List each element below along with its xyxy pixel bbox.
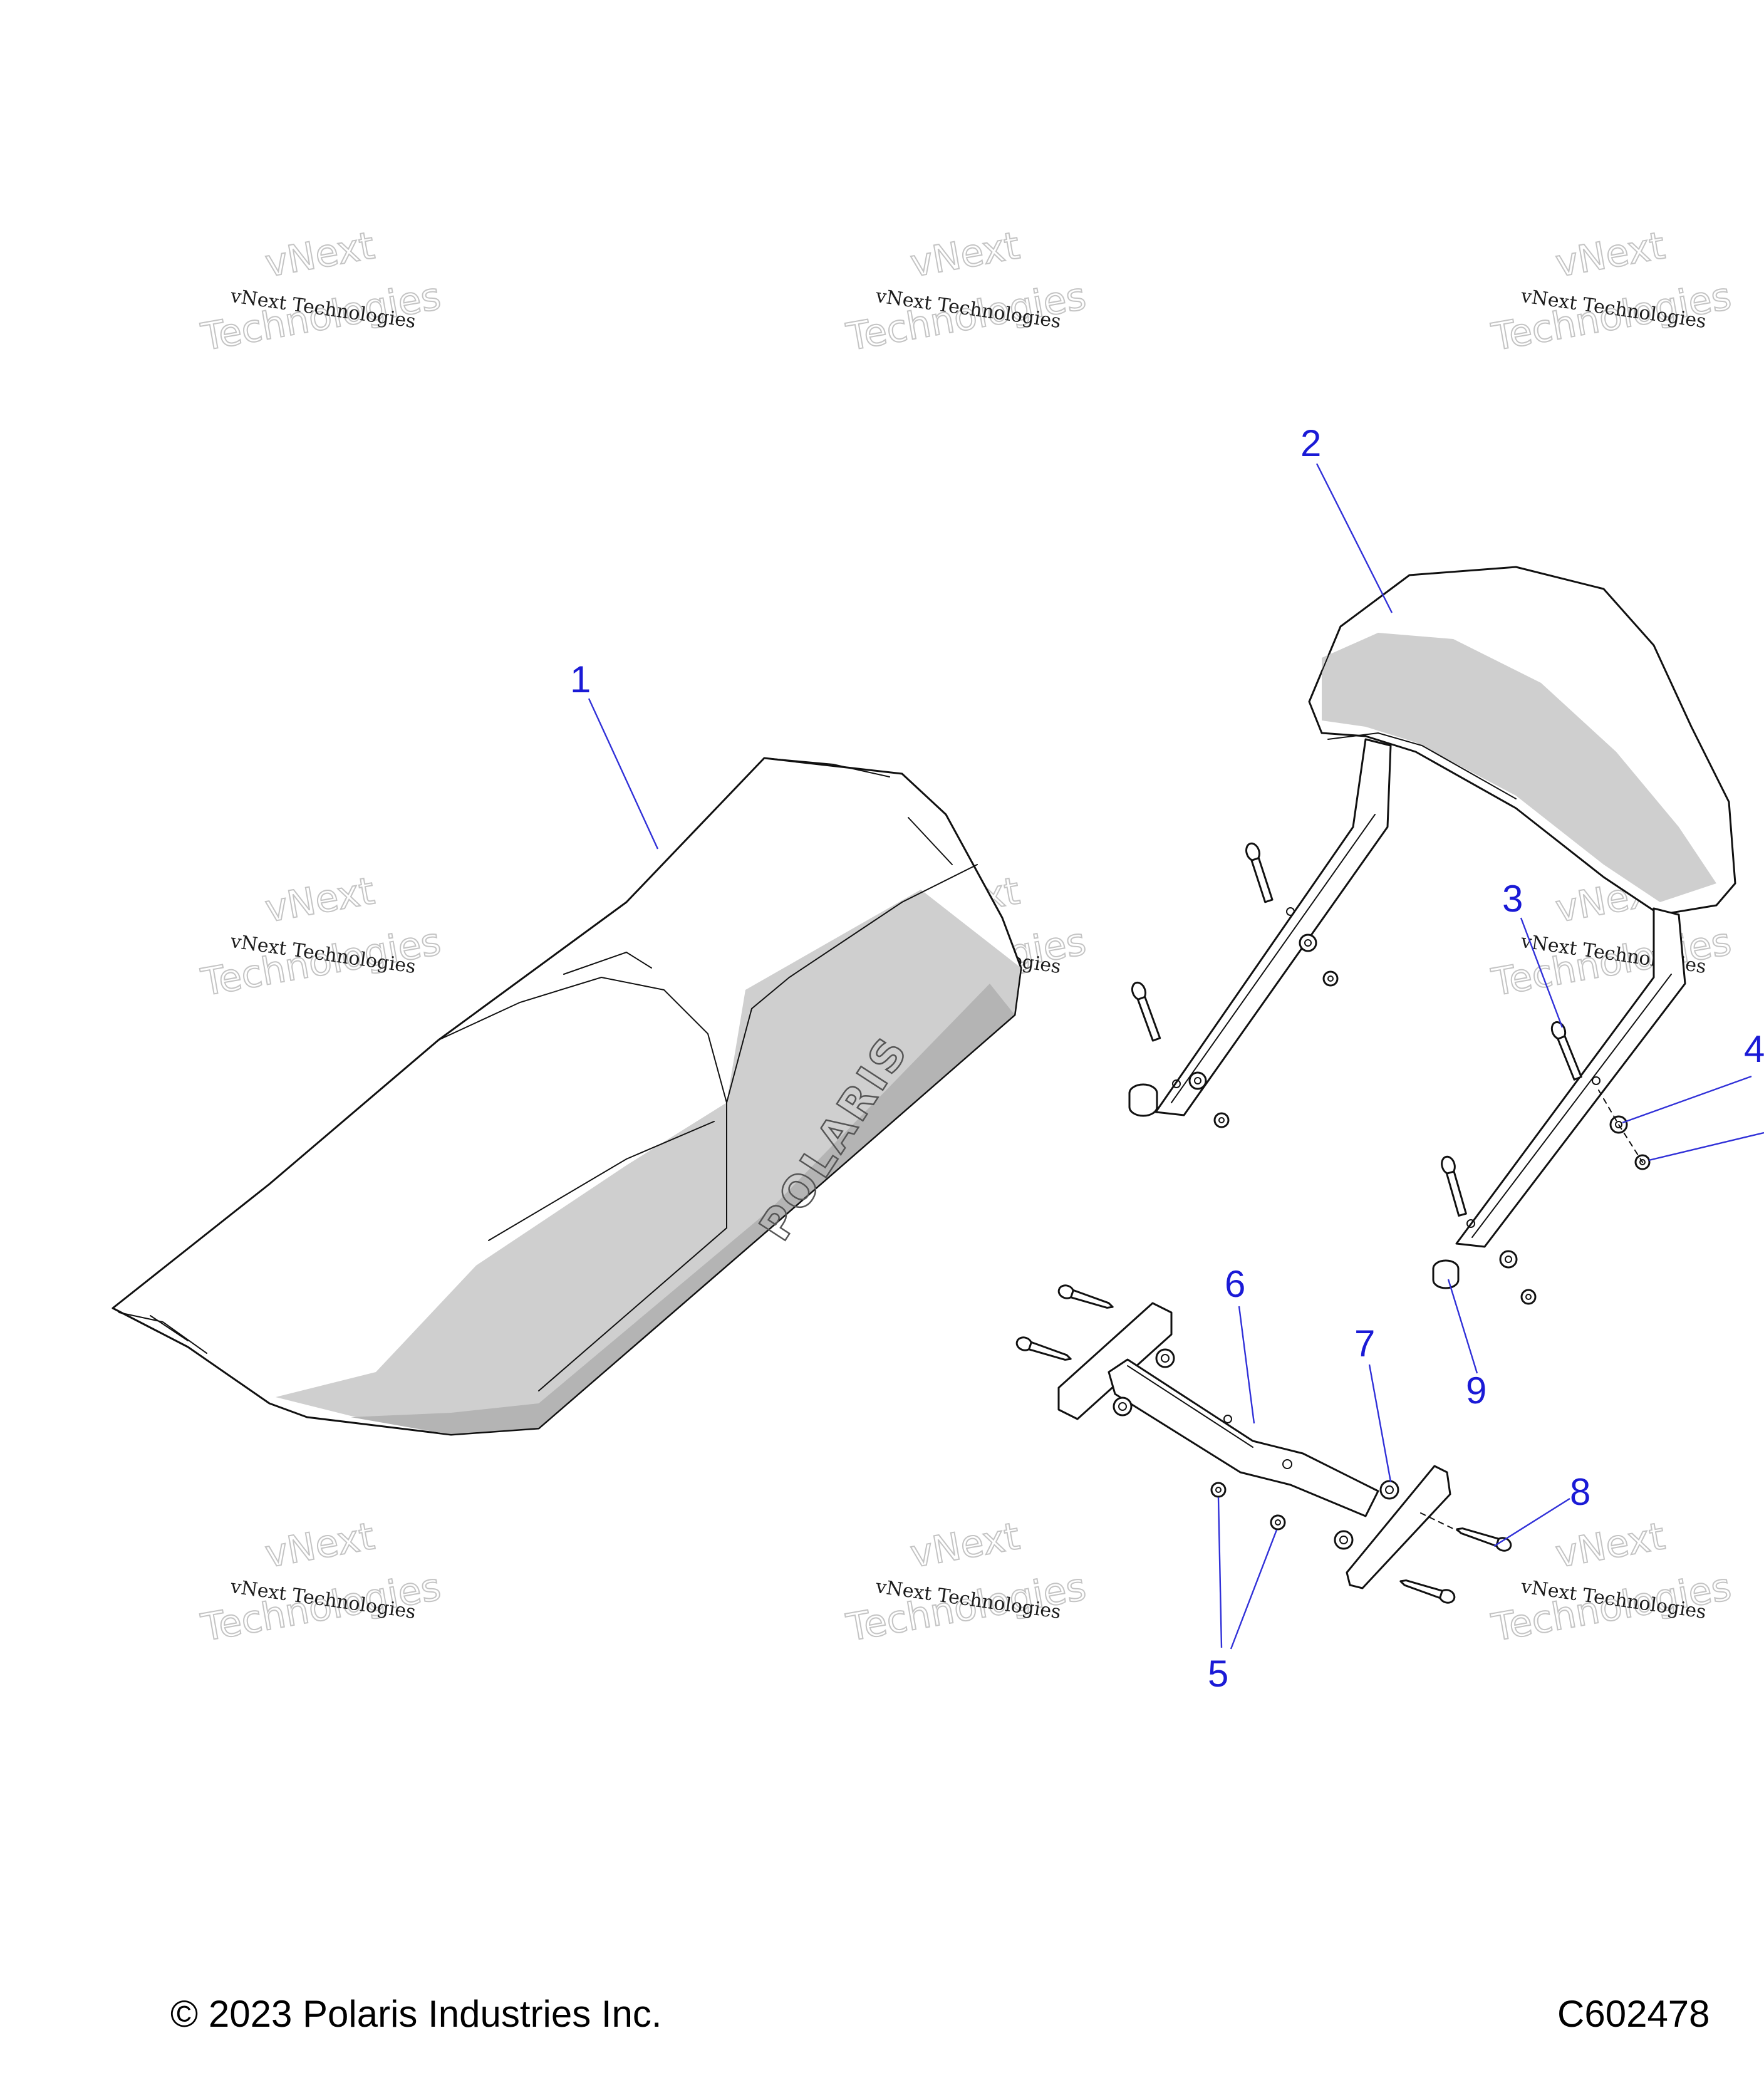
- watermark: vNext Technologies vNext Technologies: [843, 223, 1090, 360]
- leader-3: [1520, 917, 1564, 1028]
- bracket-hole: [1282, 1459, 1292, 1469]
- tube-hole: [1286, 907, 1295, 916]
- watermark: vNext Technologies vNext Technologies: [197, 223, 445, 360]
- seat-outline: [112, 757, 1022, 1436]
- mounting-bracket: [1015, 1284, 1512, 1604]
- backrest-right-tube: [1455, 907, 1686, 1248]
- seat-contour-line: [764, 757, 890, 777]
- grommet: [1379, 1480, 1399, 1500]
- end-cap: [1432, 1259, 1460, 1289]
- callout-7: 7: [1354, 1323, 1375, 1365]
- nut: [1322, 970, 1339, 987]
- bracket-right-plate: [1346, 1465, 1451, 1589]
- leader-5b: [1230, 1529, 1278, 1650]
- seat-contour-line: [488, 1121, 715, 1241]
- seat: POLARIS: [112, 757, 1022, 1436]
- bolt: [1131, 981, 1161, 1042]
- tube-hole: [1592, 1076, 1601, 1085]
- backrest-pad-edge: [1308, 566, 1736, 916]
- watermark: vNext Technologies vNext Technologies: [843, 1514, 1090, 1651]
- assembly-centerline: [1598, 1089, 1643, 1163]
- seat-contour-line: [908, 817, 953, 865]
- nut: [1270, 1514, 1286, 1531]
- nut: [1210, 1482, 1227, 1498]
- svg-text:vNext: vNext: [1552, 1514, 1668, 1576]
- seat-lower-trim-shade: [351, 984, 1015, 1435]
- screw: [1057, 1284, 1114, 1309]
- svg-text:vNext: vNext: [907, 1514, 1023, 1576]
- callout-5: 5: [1208, 1653, 1228, 1695]
- callout-labels: 1 2 3 4 5 6 7 8 9: [570, 422, 1764, 1695]
- tube-highlight: [1171, 814, 1376, 1103]
- seat-contour-line: [538, 1102, 727, 1391]
- grommet: [1155, 1348, 1175, 1368]
- leader-2: [1315, 463, 1393, 613]
- svg-text:vNext: vNext: [1552, 224, 1668, 286]
- washer: [1188, 1071, 1207, 1090]
- seat-contour-line: [438, 976, 727, 1103]
- tube-hole: [1172, 1079, 1181, 1088]
- callout-3: 3: [1502, 878, 1523, 920]
- tube-highlight: [1471, 974, 1672, 1238]
- bolt: [1550, 1021, 1582, 1081]
- leader-7: [1368, 1364, 1392, 1482]
- bracket-bar: [1108, 1358, 1379, 1517]
- callout-8: 8: [1570, 1471, 1590, 1513]
- bracket-hole: [1223, 1415, 1232, 1423]
- callout-2: 2: [1300, 422, 1321, 464]
- backrest-left-tube: [1154, 738, 1392, 1116]
- screw: [1456, 1527, 1512, 1552]
- tube-hole: [1466, 1219, 1475, 1228]
- grommet: [1334, 1530, 1354, 1550]
- leader-1: [588, 698, 659, 850]
- svg-text:vNext: vNext: [907, 224, 1023, 286]
- leader-4b: [1648, 1131, 1764, 1162]
- end-cap: [1128, 1083, 1158, 1117]
- bolt: [1245, 842, 1274, 903]
- callout-6: 6: [1225, 1263, 1245, 1305]
- bolt: [1441, 1155, 1467, 1217]
- callout-9: 9: [1466, 1370, 1486, 1412]
- leader-4: [1622, 1075, 1752, 1124]
- seat-contour-line: [563, 951, 652, 975]
- washer: [1499, 1250, 1518, 1269]
- screw: [1399, 1579, 1456, 1604]
- callout-leaders: [588, 463, 1764, 1650]
- assembly-centerline: [1420, 1512, 1460, 1532]
- callout-4: 4: [1744, 1028, 1764, 1070]
- seat-side-shade: [276, 890, 1021, 1435]
- svg-text:vNext: vNext: [262, 869, 378, 931]
- screw: [1015, 1336, 1072, 1361]
- callout-1: 1: [570, 658, 591, 700]
- leader-8: [1493, 1497, 1570, 1547]
- svg-text:vNext: vNext: [262, 1514, 378, 1576]
- bar-highlight: [1127, 1365, 1253, 1448]
- bracket-left-plate: [1057, 1302, 1173, 1420]
- nut: [1520, 1289, 1537, 1305]
- figure-id: C602478: [1557, 1993, 1710, 2035]
- svg-text:vNext: vNext: [262, 224, 378, 286]
- leader-5a: [1217, 1497, 1223, 1648]
- copyright-text: © 2023 Polaris Industries Inc.: [170, 1993, 662, 2035]
- grommet: [1113, 1396, 1133, 1417]
- seat-nose-detail: [118, 1312, 207, 1354]
- leader-9: [1447, 1279, 1478, 1374]
- seat-contour-line: [726, 864, 978, 1103]
- backrest-pad-seam: [1327, 732, 1517, 799]
- washer: [1299, 933, 1317, 952]
- backrest-pad-shade: [1322, 633, 1716, 902]
- backrest: [1128, 566, 1736, 1305]
- watermark: vNext Technologies vNext Technologies: [197, 1514, 445, 1651]
- watermark: vNext Technologies vNext Technologies: [1488, 223, 1735, 360]
- watermark: vNext Technologies vNext Technologies: [1488, 1514, 1735, 1651]
- watermark: vNext Technologies vNext Technologies: [197, 868, 445, 1006]
- leader-6: [1238, 1306, 1255, 1424]
- nut: [1213, 1112, 1230, 1128]
